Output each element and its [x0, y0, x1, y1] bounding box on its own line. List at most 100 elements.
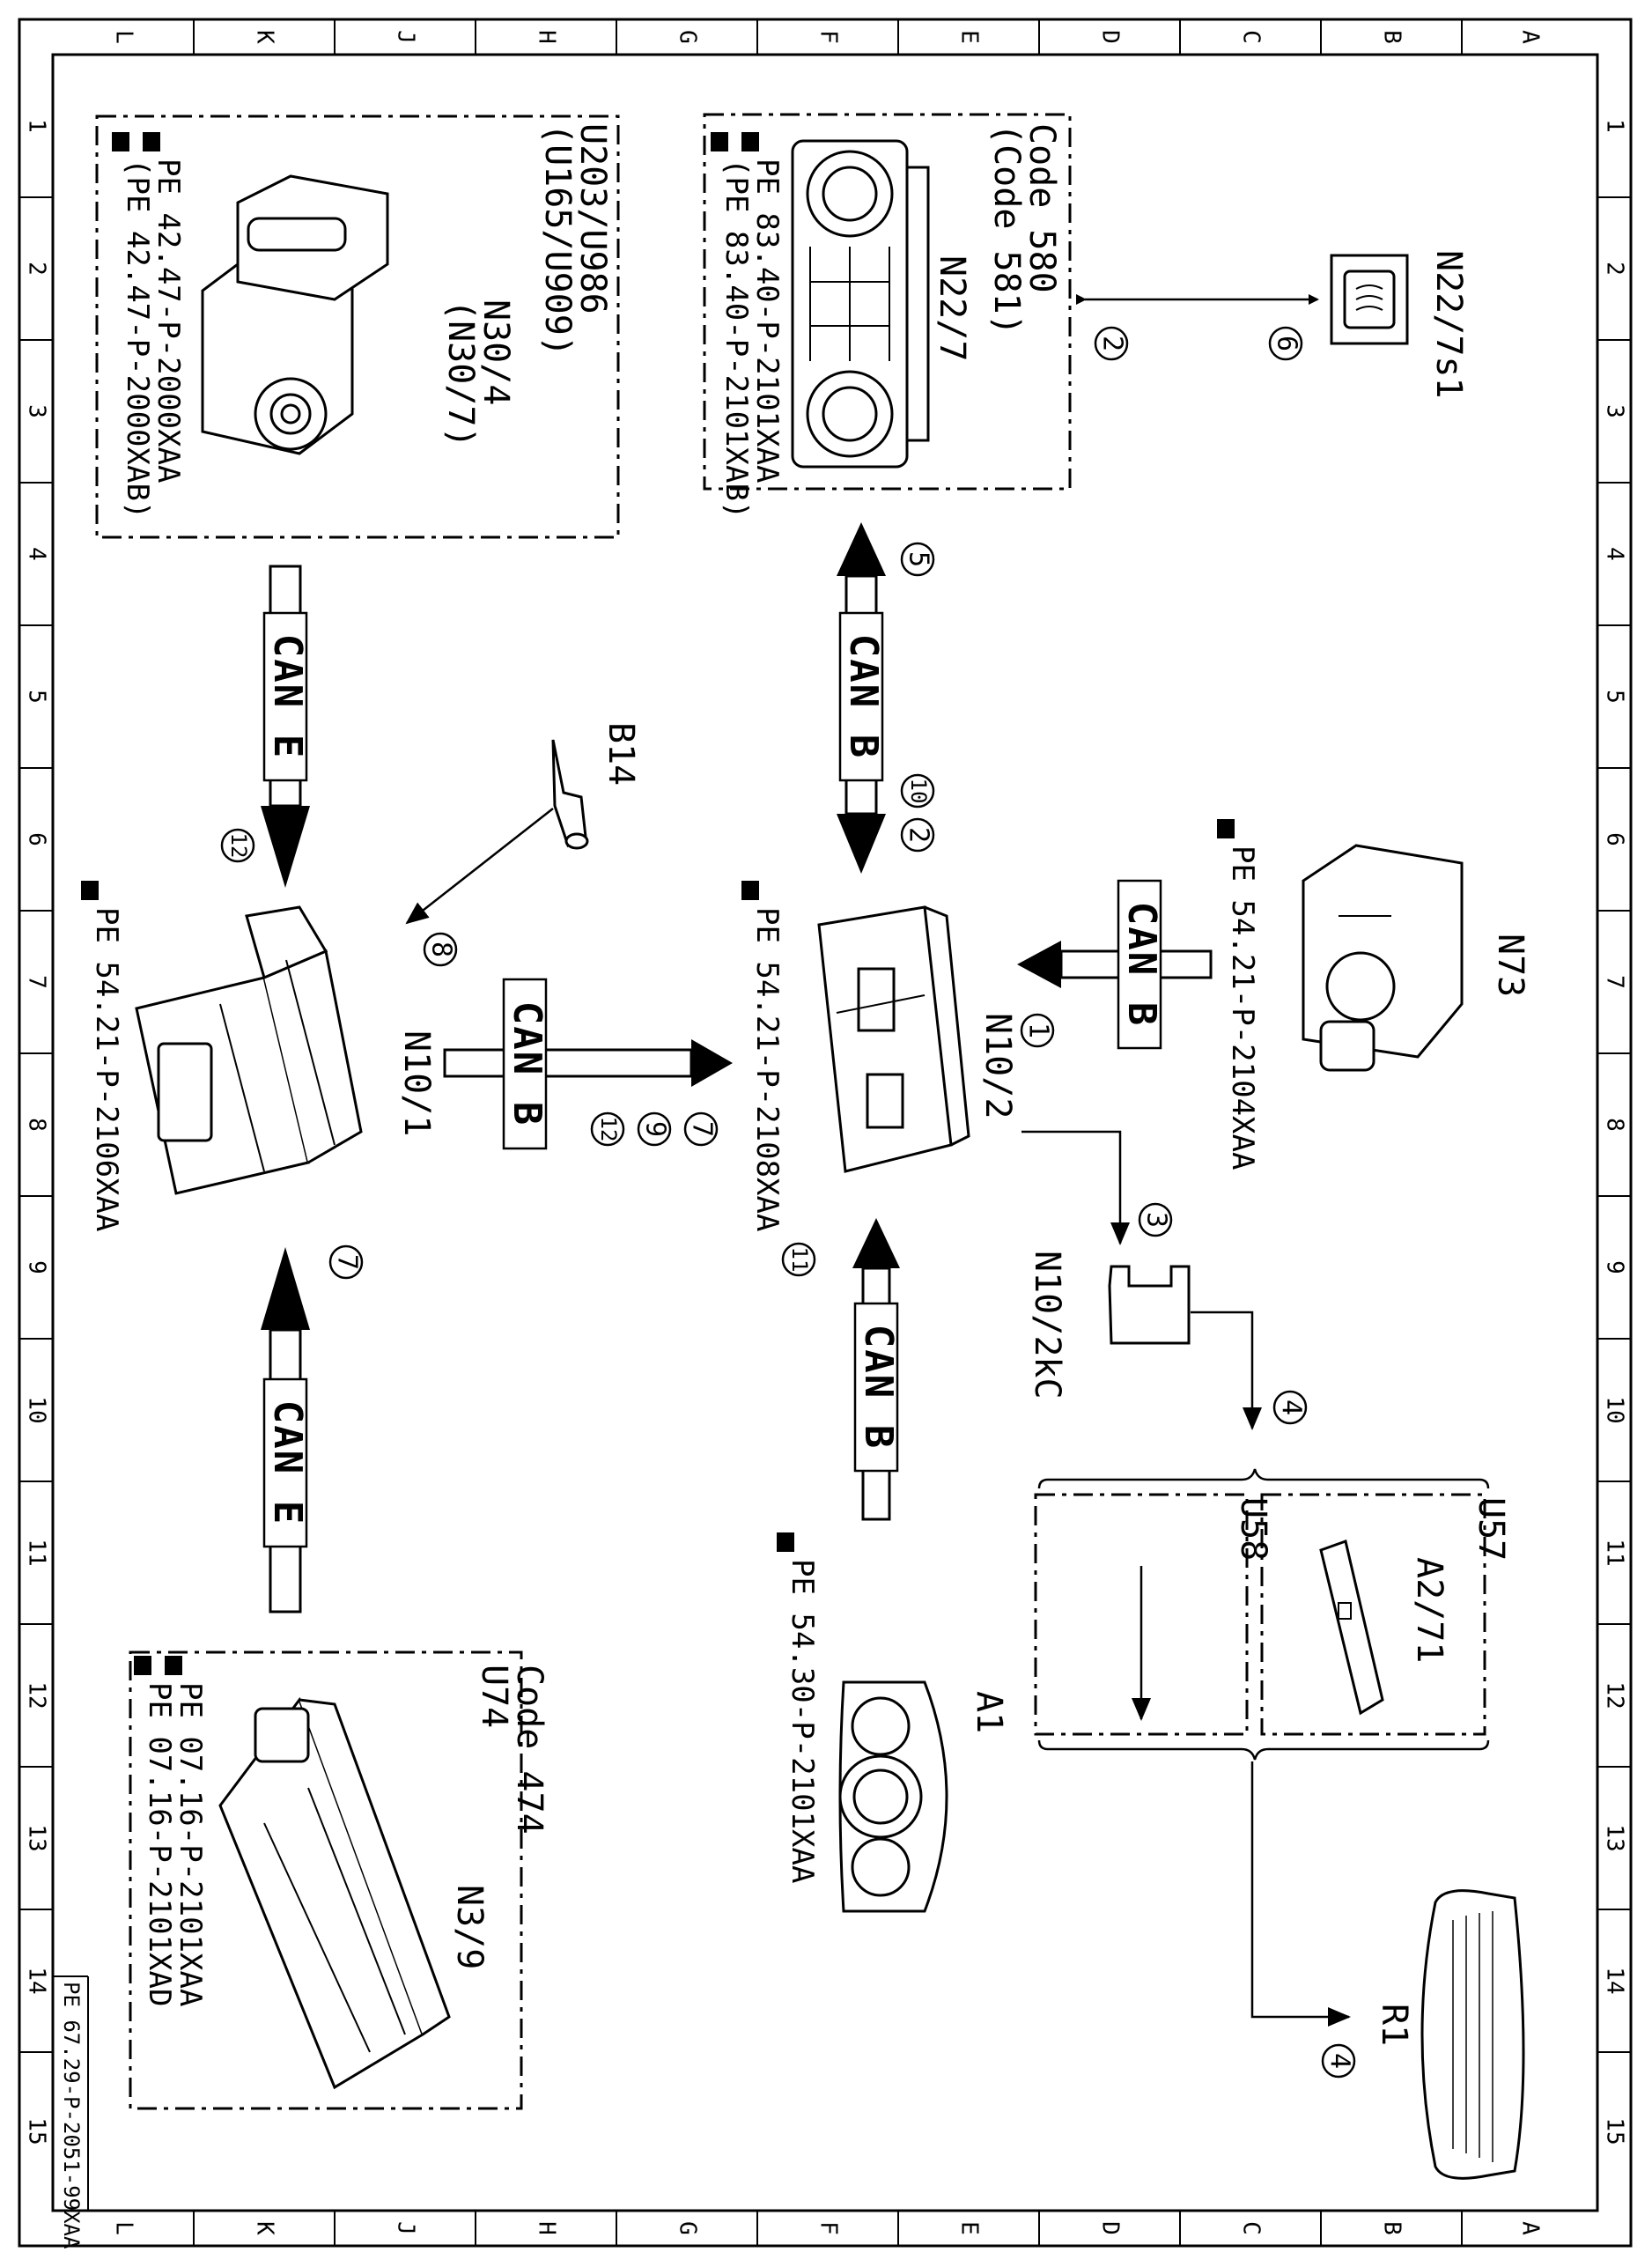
hand-icon	[81, 881, 99, 900]
bus-can-b-vertical-bottom: CAN B	[852, 1218, 901, 1521]
col-label: B	[1379, 2221, 1405, 2235]
link-n10-2-kc	[1021, 1130, 1130, 1245]
n30-4-esp-unit-drawing	[201, 174, 389, 455]
row-label: 8	[1602, 1118, 1628, 1132]
row-label: 4	[1602, 547, 1628, 561]
n30-4-pe1: PE 42.47-P-2000XAA	[151, 159, 186, 483]
col-label: A	[1517, 30, 1544, 44]
col-label: J	[393, 30, 419, 44]
n10-2kc-relay-drawing	[1108, 1265, 1191, 1345]
row-label: 7	[1602, 975, 1628, 989]
row-label: 5	[24, 690, 50, 704]
link-u58-r1	[1250, 1761, 1351, 2027]
n22-7-control-panel-drawing	[791, 139, 930, 469]
hand-icons	[81, 132, 1235, 1675]
row-label: 11	[24, 1539, 50, 1566]
callout-10: 10	[906, 779, 931, 804]
grid-row-labels-left: 1 2 3 4 5 6 7 8 9 10 11 12 13 14 15	[24, 119, 50, 2145]
callout-2: 2	[1097, 336, 1128, 351]
grid-column-ticks	[193, 19, 1463, 2246]
row-label: 10	[24, 1396, 50, 1423]
n3-9-code1: Code 474	[509, 1665, 549, 1835]
callout-1: 1	[1023, 1023, 1054, 1038]
grid-column-labels-top: L K J H G F E D C B A	[111, 30, 1544, 44]
bus-can-b-horizontal: CAN B	[443, 978, 733, 1150]
col-label: B	[1379, 30, 1405, 44]
col-label: H	[534, 30, 560, 44]
r1-label: R1	[1374, 2004, 1414, 2046]
row-label: 11	[1602, 1539, 1628, 1566]
n22-7s1-label: N22/7s1	[1428, 250, 1469, 399]
row-label: 15	[1602, 2117, 1628, 2145]
hand-icon	[777, 1532, 794, 1552]
can-b-label: CAN B	[856, 1325, 901, 1450]
a1-label: A1	[969, 1691, 1009, 1733]
box-u57	[1260, 1493, 1486, 1736]
u58-label: U58	[1233, 1497, 1273, 1561]
row-label: 12	[24, 1681, 50, 1709]
callout-5: 5	[903, 551, 934, 567]
col-label: G	[675, 2221, 701, 2235]
callout-11: 11	[787, 1247, 812, 1273]
col-label: A	[1517, 2221, 1544, 2235]
callout-4: 4	[1324, 2053, 1355, 2069]
row-label: 2	[24, 262, 50, 276]
callout-8: 8	[426, 942, 457, 957]
box-n30-4	[95, 114, 620, 539]
n10-2-sam-drawing	[817, 905, 970, 1173]
link-b14-n10-1	[405, 808, 554, 925]
row-label: 13	[24, 1824, 50, 1851]
col-label: E	[956, 30, 983, 44]
a1-pe: PE 54.30-P-2101XAA	[785, 1559, 820, 1883]
col-label: F	[815, 30, 842, 44]
row-label: 6	[24, 832, 50, 846]
n10-1-label: N10/1	[396, 1030, 437, 1136]
col-label: J	[393, 2221, 419, 2235]
hand-icon	[112, 132, 129, 151]
callout-3: 3	[1141, 1212, 1172, 1228]
callout-12: 12	[596, 1117, 621, 1142]
row-label: 3	[24, 404, 50, 418]
col-label: D	[1097, 2221, 1124, 2235]
row-label: 13	[1602, 1824, 1628, 1851]
callout-numbers: 2 6 5 10 2 12 8 1 7 9 12 3 11 7 4 4	[226, 336, 1355, 2069]
n73-label: N73	[1490, 934, 1530, 997]
signal-lines	[405, 294, 1351, 2027]
n30-4-label: N30/4	[476, 299, 516, 405]
row-label: 15	[24, 2117, 50, 2145]
bus-can-e-bottom: CAN E	[261, 1247, 310, 1613]
col-label: H	[534, 2221, 560, 2235]
labels: N22/7s1 Code 580 (Code 581) N22/7 PE 83.…	[89, 123, 1530, 2046]
col-label: E	[956, 2221, 983, 2235]
bus-can-b-n73: CAN B	[1017, 879, 1213, 1050]
callout-6: 6	[1272, 336, 1302, 351]
col-label: K	[252, 30, 278, 44]
doc-number-block: PE 67.29-P-2051-99XAA	[53, 1975, 89, 2249]
n10-1-pe: PE 54.21-P-2106XAA	[89, 907, 124, 1231]
n10-1-sam-drawing	[135, 905, 363, 1195]
row-label: 4	[24, 547, 50, 561]
col-label: D	[1097, 30, 1124, 44]
n22-7-label: N22/7	[932, 255, 972, 361]
grid-column-labels-bottom: L K J H G F E D C B A	[111, 2221, 1544, 2235]
hand-icon	[1217, 819, 1235, 838]
n22-7-pe1: PE 83.40-P-2101XAA	[749, 159, 785, 483]
row-label: 7	[24, 975, 50, 989]
u57-label: U57	[1471, 1497, 1511, 1561]
callouts	[220, 326, 1356, 2079]
callout-7: 7	[332, 1254, 363, 1270]
hand-icon	[143, 132, 160, 151]
a2-71-label: A2/71	[1409, 1557, 1449, 1663]
n30-4-code2: (U165/U909)	[537, 123, 578, 357]
row-label: 14	[1602, 1967, 1628, 1994]
b14-sensor-drawing	[551, 739, 589, 850]
bus-can-e-top: CAN E	[261, 565, 310, 888]
n10-2kc-label: N10/2kC	[1027, 1251, 1067, 1399]
callout-12: 12	[226, 833, 251, 859]
can-e-label: CAN E	[265, 634, 310, 759]
grid-row-ticks	[19, 196, 1631, 2053]
callout-4: 4	[1276, 1399, 1307, 1415]
a2-71-module-drawing	[1319, 1540, 1384, 1716]
row-label: 14	[24, 1967, 50, 1994]
n73-ignition-switch-drawing	[1302, 844, 1464, 1072]
